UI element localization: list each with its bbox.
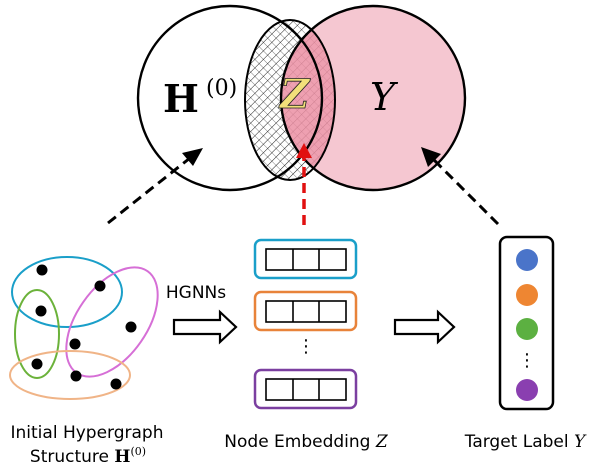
output-arrow — [393, 309, 456, 345]
embedding-vector — [253, 238, 358, 280]
venn-z-ellipse — [244, 19, 336, 181]
hypergraph-caption-line1: Initial Hypergraph — [11, 423, 164, 443]
target-dot — [516, 284, 538, 306]
hyperedge-green — [14, 289, 60, 379]
node — [70, 370, 82, 382]
venn-right-label: Y — [370, 75, 399, 119]
embedding-vector — [253, 368, 358, 410]
hyperedge-blue — [11, 256, 123, 328]
target-caption: Target Label Y — [464, 432, 587, 452]
dashed-arrow-right — [421, 147, 500, 226]
dashed-arrow-left — [107, 148, 203, 225]
node — [31, 358, 43, 370]
node — [110, 378, 122, 390]
target-ellipsis: ⋮ — [518, 350, 536, 371]
venn-right-circle-outline — [279, 4, 467, 192]
dashed-arrow-center — [296, 143, 312, 225]
target-labels: ⋮ Target Label Y — [464, 235, 587, 452]
hypergraph: Initial Hypergraph Structure H(0) — [9, 256, 164, 467]
hyperedge-orange — [9, 350, 131, 400]
hypergraph-caption-line2: Structure H(0) — [30, 445, 146, 467]
venn-center-label: Z — [278, 71, 311, 118]
target-dot — [516, 379, 538, 401]
node — [94, 280, 106, 292]
venn-left-circle — [136, 4, 324, 192]
embedding-vector — [253, 290, 358, 332]
node — [69, 338, 81, 350]
target-dot — [516, 318, 538, 340]
embedding-caption: Node Embedding Z — [224, 432, 389, 452]
hgnn-arrow: HGNNs — [166, 283, 238, 345]
node — [35, 305, 47, 317]
hgnn-label: HGNNs — [166, 283, 226, 303]
venn-diagram: H (0) Z Y — [136, 4, 467, 192]
venn-left-label: H — [163, 76, 199, 121]
target-dot — [516, 249, 538, 271]
venn-left-sup: (0) — [206, 76, 237, 101]
node — [36, 264, 48, 276]
embedding-ellipsis: ⋮ — [297, 336, 315, 357]
node — [125, 321, 137, 333]
node-embeddings: ⋮ Node Embedding Z — [224, 238, 389, 452]
